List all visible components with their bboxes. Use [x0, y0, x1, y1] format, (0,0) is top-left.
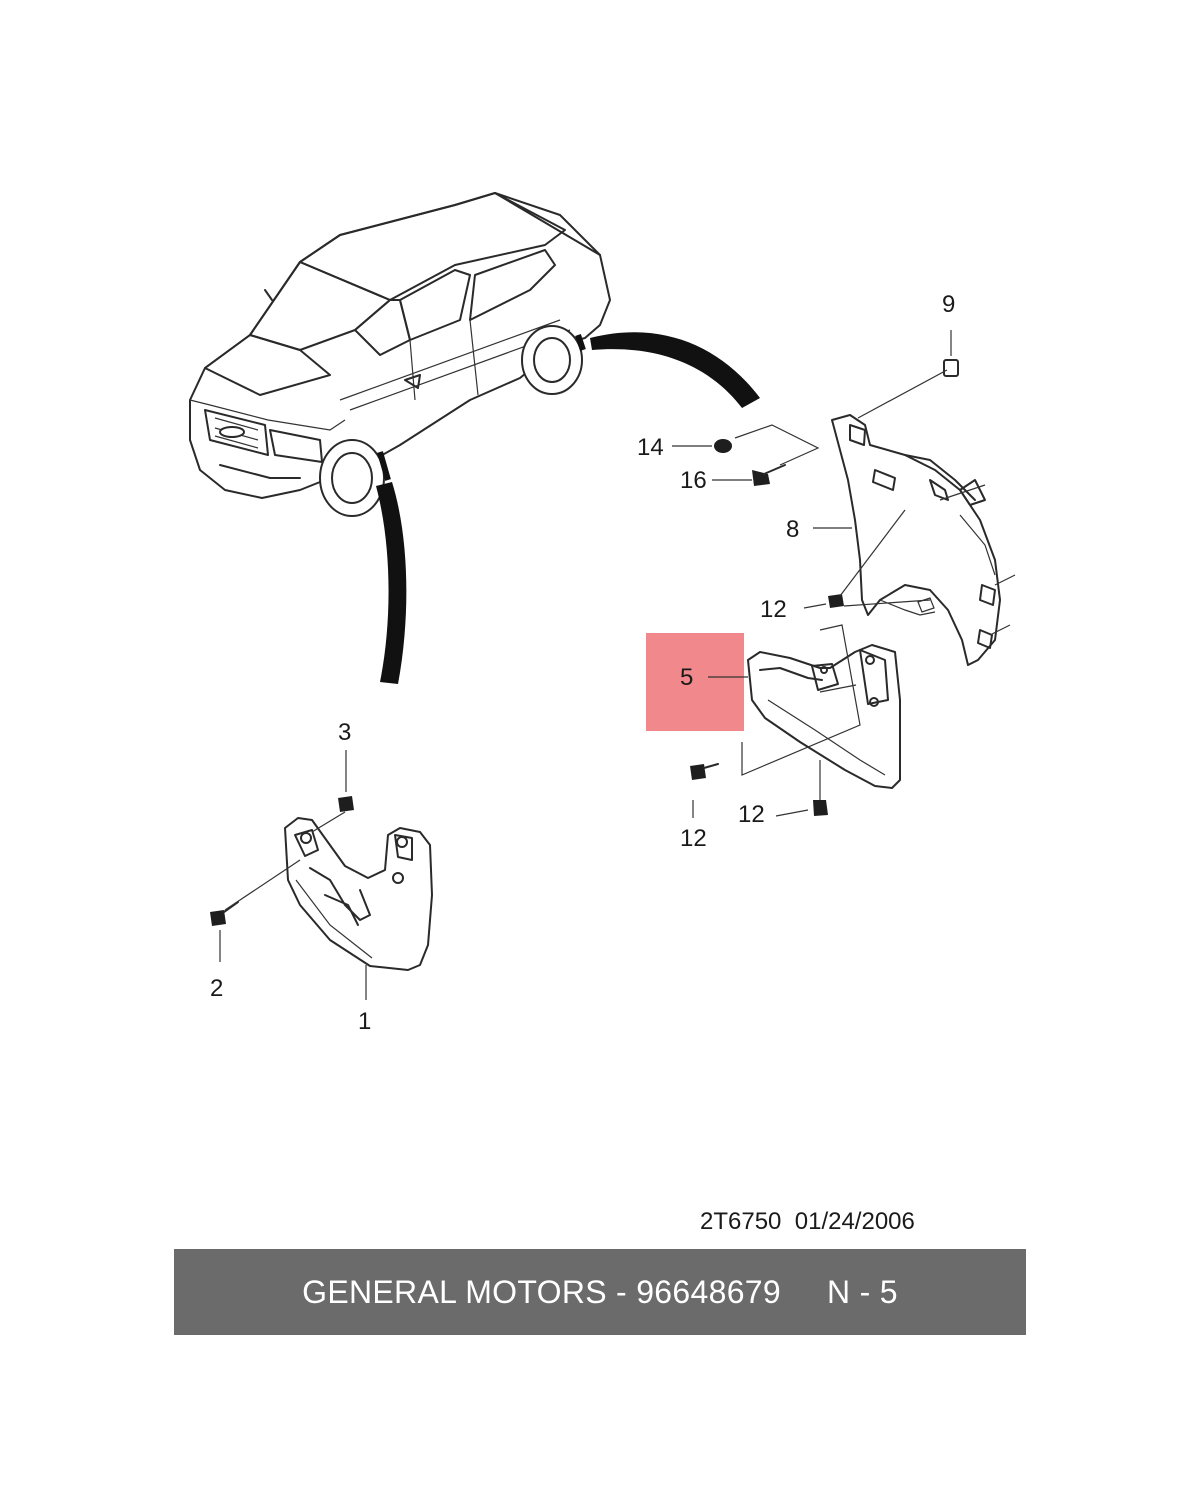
- callout-16: 16: [680, 467, 707, 494]
- callout-12-c: 12: [680, 825, 707, 852]
- fastener-12-a: [828, 594, 844, 608]
- wheel-liner-illustration: [831, 414, 1016, 666]
- fastener-12-b: [690, 763, 719, 780]
- front-mud-flap-illustration: [284, 817, 433, 971]
- callout-12-b: 12: [738, 801, 765, 828]
- front-connector-arc: [376, 482, 407, 684]
- callout-3: 3: [338, 719, 351, 746]
- drawing-reference: 2T6750 01/24/2006: [700, 1208, 960, 1236]
- fastener-3: [338, 796, 354, 812]
- leader-lines: [219, 330, 952, 1000]
- highlight-box: [646, 633, 744, 731]
- callout-5: 5: [680, 664, 693, 691]
- footer-bar: GENERAL MOTORS - 96648679 N - 5: [174, 1249, 1026, 1335]
- drawing-code: 2T6750: [700, 1208, 782, 1235]
- car-illustration: [189, 192, 611, 517]
- rear-connector-arc: [590, 332, 760, 408]
- callout-1: 1: [358, 1008, 371, 1035]
- callout-2: 2: [210, 975, 223, 1002]
- callout-14: 14: [637, 434, 664, 461]
- callout-9: 9: [942, 291, 955, 318]
- callout-labels: 9 14 16 8 12 5 12 12 3 2 1: [210, 291, 955, 1035]
- fastener-12-c: [813, 800, 828, 816]
- fastener-9: [943, 359, 959, 377]
- footer-position: N - 5: [826, 1273, 898, 1310]
- fastener-14: [714, 439, 732, 453]
- callout-8: 8: [786, 516, 799, 543]
- fastener-16: [752, 464, 786, 486]
- fastener-2: [210, 901, 239, 926]
- callout-12-a: 12: [760, 596, 787, 623]
- rear-mud-flap-illustration: [747, 644, 901, 789]
- drawing-date: 01/24/2006: [794, 1208, 915, 1235]
- footer-brand-part-number: GENERAL MOTORS - 96648679: [302, 1273, 781, 1310]
